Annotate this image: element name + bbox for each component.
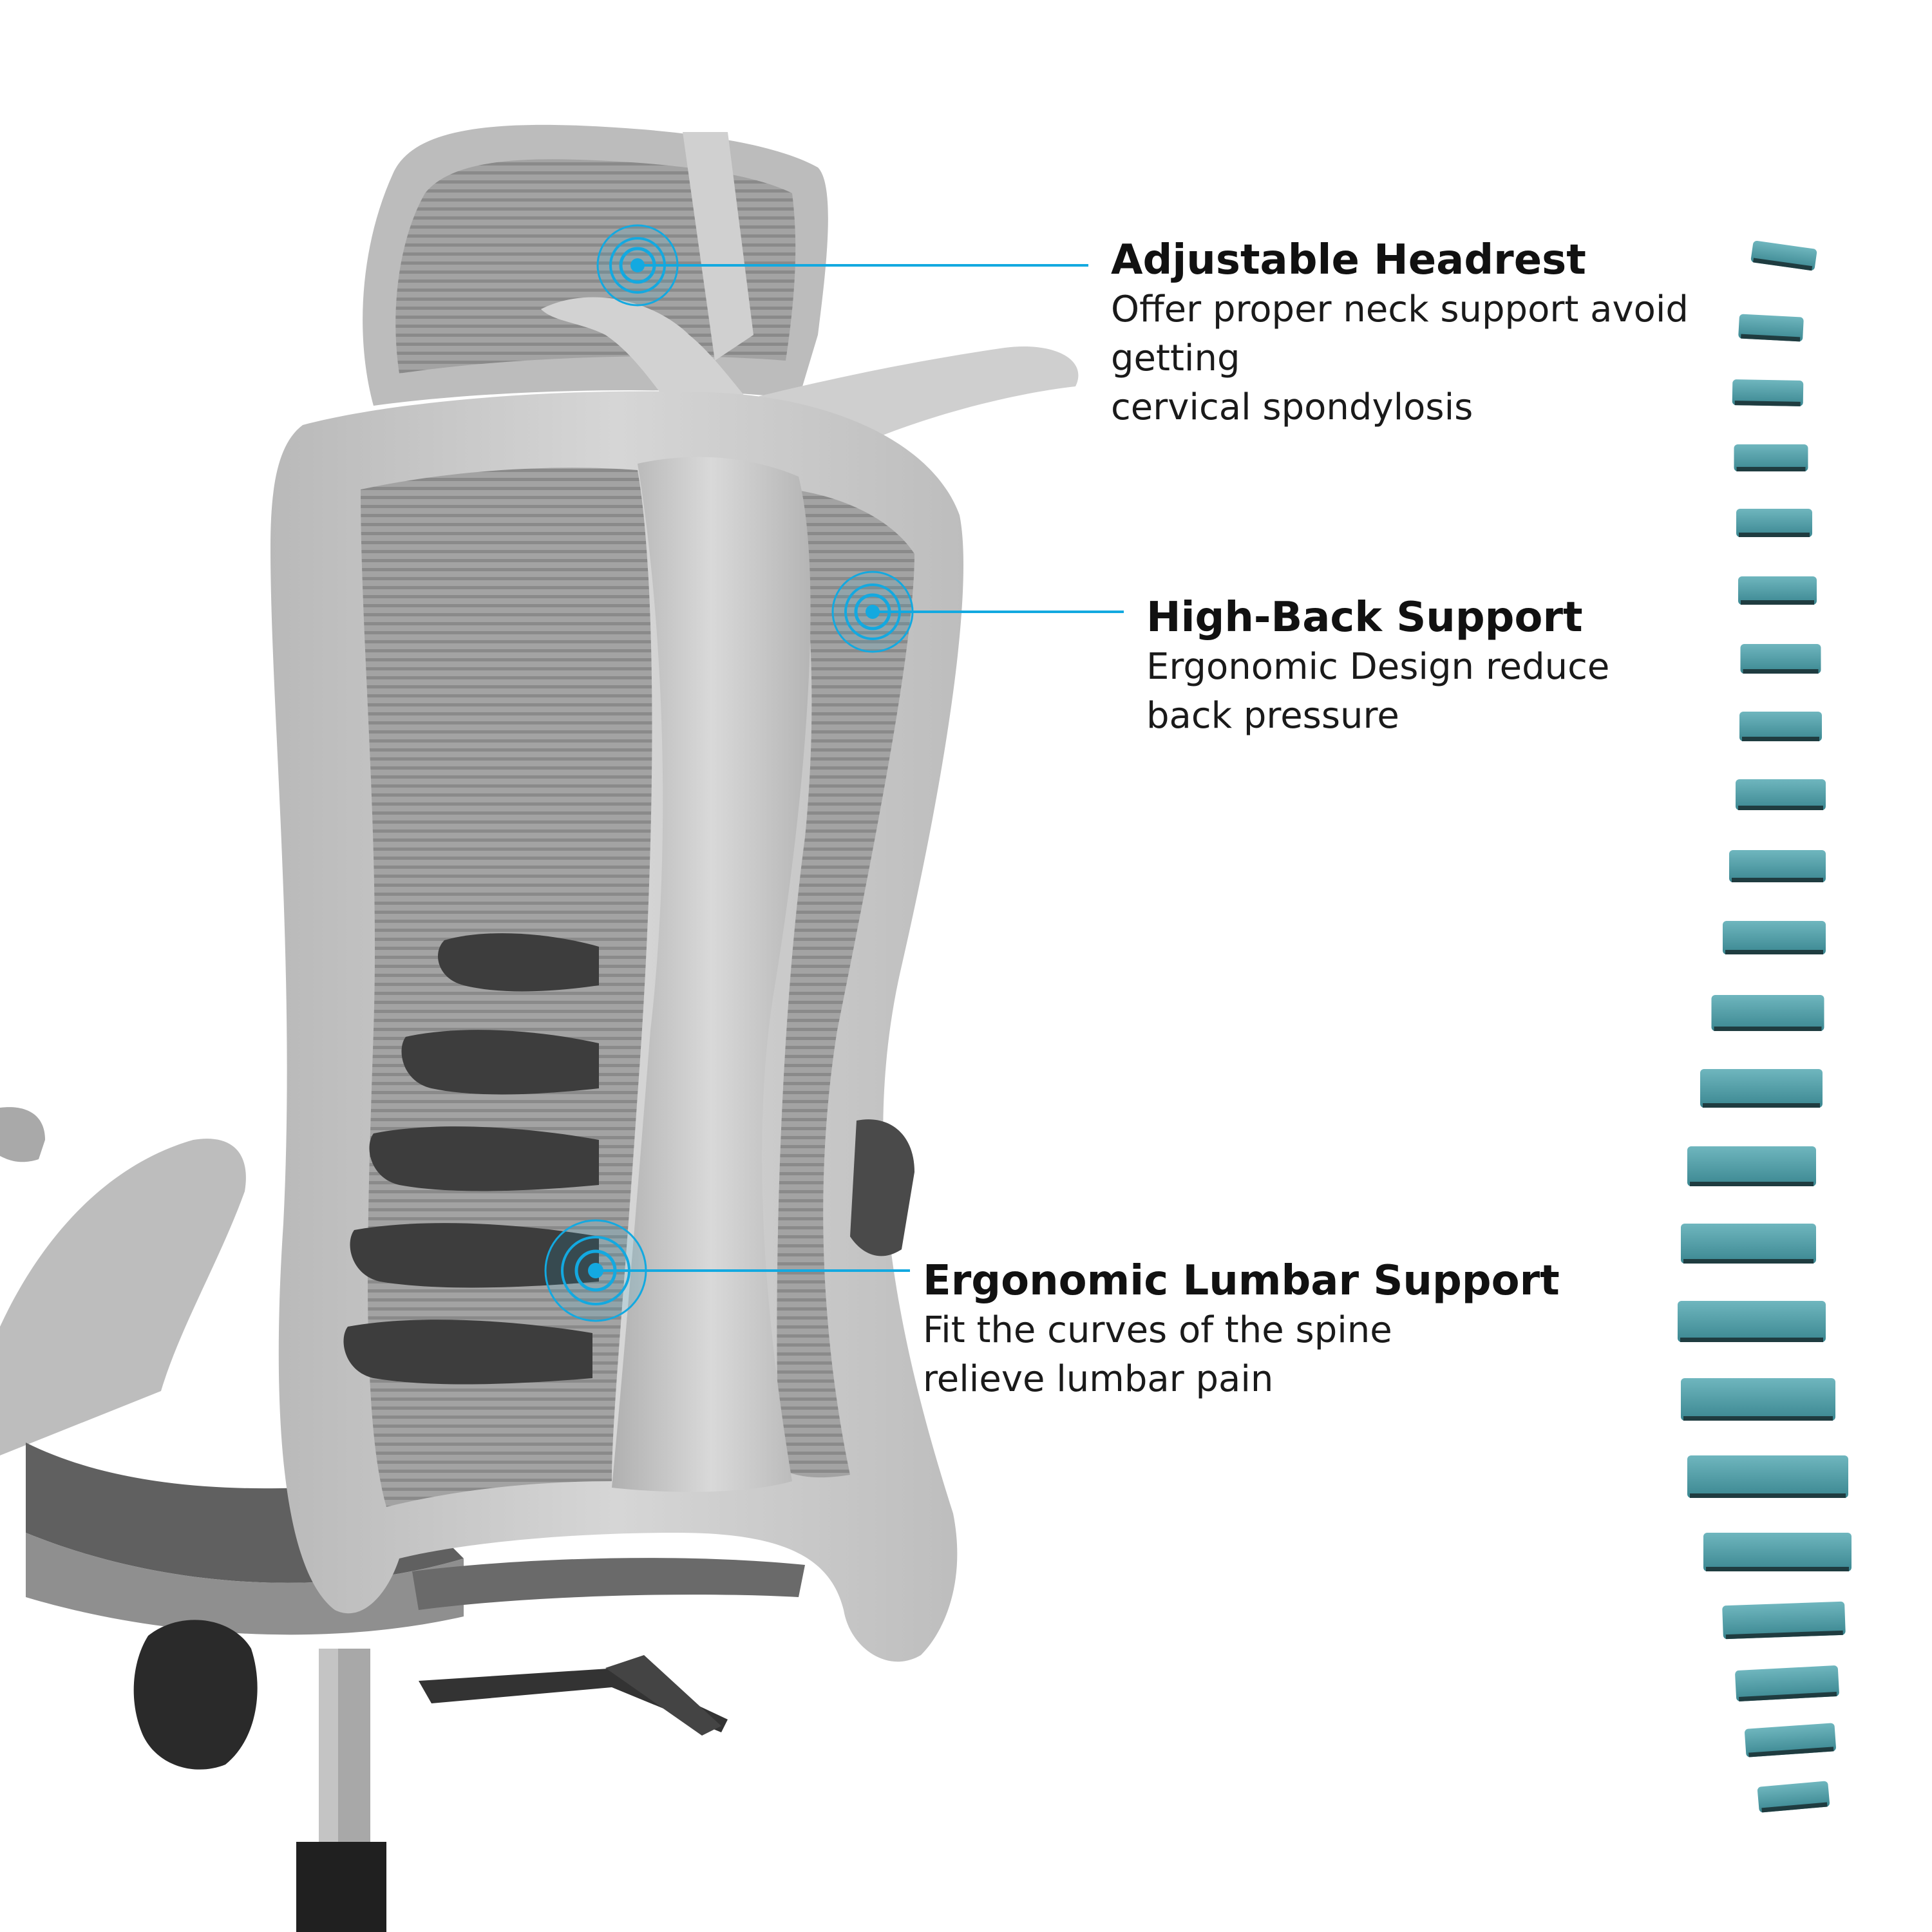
vertebra — [1732, 379, 1804, 406]
vertebra — [1729, 850, 1826, 882]
vertebra — [1750, 240, 1817, 271]
vertebra — [1678, 1301, 1826, 1342]
vertebra — [1735, 1665, 1839, 1701]
vertebra — [1711, 995, 1824, 1031]
concentric-circle-target-icon — [831, 571, 914, 653]
feature-ergonomic-lumbar-support: Ergonomic Lumbar Support Fit the curves … — [923, 1256, 1560, 1404]
vertebra — [1722, 1601, 1846, 1640]
feature-description-line: Fit the curves of the spine — [923, 1309, 1392, 1351]
feature-description-line: getting — [1111, 337, 1240, 379]
vertebra — [1736, 779, 1826, 810]
concentric-circle-target-icon — [596, 224, 679, 307]
vertebra — [1734, 444, 1808, 471]
target-markers — [544, 224, 914, 1322]
feature-title: Adjustable Headrest — [1111, 236, 1586, 284]
vertebra — [1681, 1378, 1835, 1421]
feature-description-line: cervical spondylosis — [1111, 386, 1473, 428]
lumbar-support-pads — [343, 933, 599, 1385]
spine-vertebrae-illustration — [1678, 240, 1852, 1813]
vertebra — [1703, 1533, 1852, 1571]
feature-title: High-Back Support — [1146, 594, 1583, 641]
vertebra — [1757, 1781, 1830, 1813]
feature-description-line: Offer proper neck support avoid — [1111, 289, 1689, 330]
vertebra — [1687, 1455, 1848, 1498]
vertebra — [1723, 921, 1826, 954]
callout-lines — [596, 264, 1124, 1272]
right-side-mechanism — [850, 1119, 914, 1256]
feature-adjustable-headrest: Adjustable Headrest Offer proper neck su… — [1111, 235, 1689, 432]
feature-description-line: relieve lumbar pain — [923, 1358, 1274, 1400]
chair-base — [133, 1558, 805, 1932]
vertebra — [1739, 712, 1822, 741]
vertebra — [1738, 314, 1804, 342]
vertebra — [1740, 644, 1821, 674]
vertebra — [1738, 576, 1817, 605]
vertebra — [1700, 1069, 1823, 1108]
feature-description-line: Ergonomic Design reduce — [1146, 646, 1610, 688]
feature-description-line: back pressure — [1146, 695, 1399, 737]
vertebra — [1687, 1146, 1816, 1186]
vertebra — [1681, 1224, 1816, 1264]
feature-title: Ergonomic Lumbar Support — [923, 1257, 1560, 1305]
vertebra — [1736, 509, 1812, 537]
feature-high-back-support: High-Back Support Ergonomic Design reduc… — [1146, 592, 1609, 741]
vertebra — [1745, 1723, 1836, 1757]
left-armrest — [0, 1107, 246, 1455]
concentric-circle-target-icon — [544, 1219, 647, 1322]
